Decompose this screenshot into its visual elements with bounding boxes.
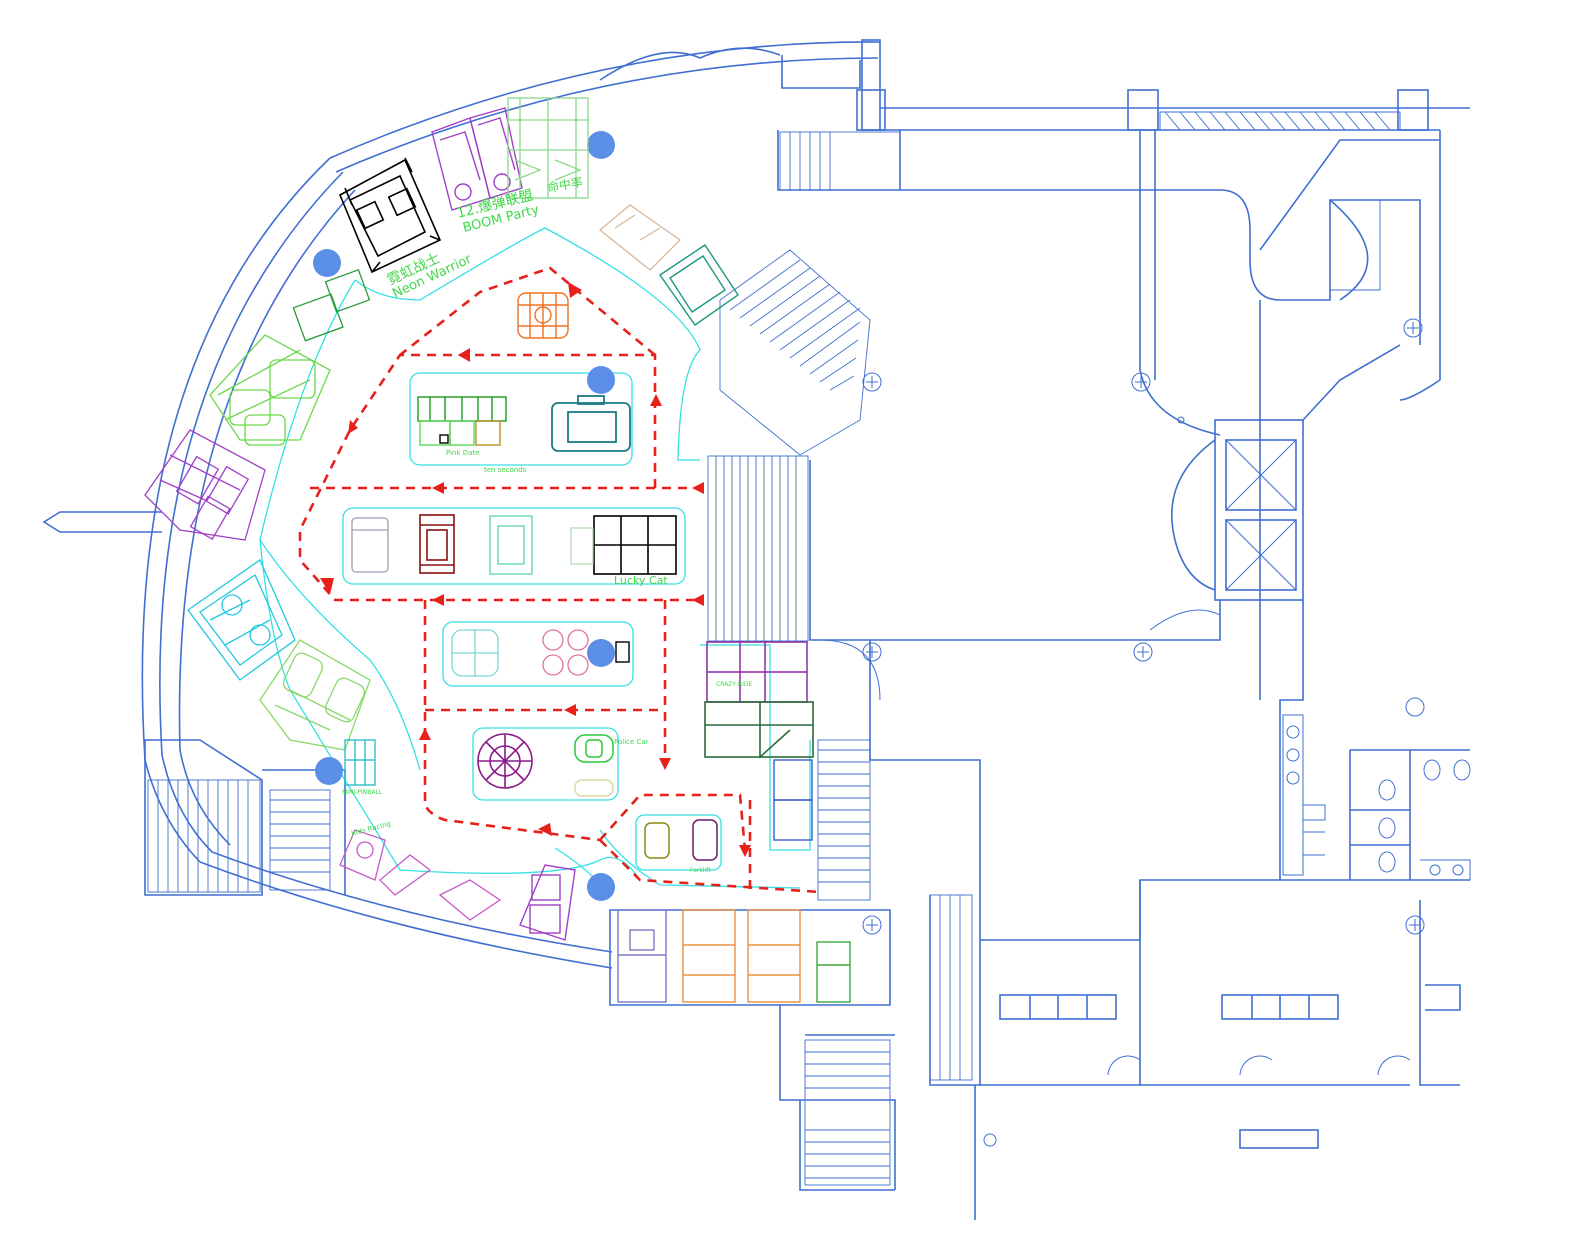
label-mingzhong: 命中率	[546, 174, 584, 195]
machine-labels: 12.爆弹联盟 BOOM Party 命中率 霓虹战士 Neon Warrior…	[342, 174, 752, 874]
machine-green-horse-rides	[259, 639, 371, 751]
column-4	[587, 639, 615, 667]
label-forklift: Forklift	[690, 867, 711, 874]
column-6	[587, 873, 615, 901]
machine-purple-racers	[144, 429, 266, 541]
machine-teal-booth	[551, 395, 631, 452]
machine-slate-simulator	[617, 909, 667, 1003]
machine-green-table	[489, 515, 533, 575]
machine-blue-booths	[773, 759, 813, 841]
circulation-route	[298, 266, 821, 895]
zone-boundaries	[259, 227, 811, 896]
machine-beige-car	[574, 779, 614, 797]
machine-neon-warrior	[338, 157, 442, 274]
machine-beige-tables	[598, 204, 682, 271]
machine-forklift-cars	[644, 819, 718, 861]
machine-kids-racing	[339, 829, 502, 921]
machine-small-beige	[570, 527, 594, 565]
machine-four-player-green	[417, 396, 507, 446]
machine-boom-party	[431, 107, 523, 211]
column-1	[587, 131, 615, 159]
stairs	[147, 111, 1391, 1186]
machine-orange-trucks	[682, 909, 801, 1003]
column-5	[315, 757, 343, 785]
column-3	[587, 366, 615, 394]
machine-dark-green-rig	[704, 701, 814, 759]
machine-mini-pinball	[344, 739, 376, 786]
machine-cyan-quad	[451, 629, 499, 677]
label-crazy: CRAZY RIDE	[716, 681, 752, 688]
machine-round-purple	[477, 733, 533, 789]
building-walls	[42, 39, 1470, 1220]
columns	[313, 131, 615, 901]
machine-mingzhong	[507, 97, 589, 199]
machine-pink-pods	[542, 629, 589, 676]
machine-green-rides-left	[292, 268, 371, 342]
machine-green-tall	[816, 941, 851, 1003]
machine-crane-orange	[517, 292, 569, 339]
machine-crazy-ride	[706, 641, 808, 703]
label-pink-date: Pink Date	[446, 449, 479, 457]
machine-purple-tall	[519, 864, 576, 941]
label-mini-pinball: MINI-PINBALL	[342, 789, 383, 796]
machine-red-cabinet	[419, 514, 455, 574]
label-ten-seconds: ten seconds	[484, 466, 527, 474]
machine-lucky-cat	[593, 515, 677, 575]
column-2	[313, 249, 341, 277]
label-police-car: Police Car	[614, 738, 649, 746]
machine-green-large-rides	[209, 334, 331, 446]
machine-cyan-rides	[187, 559, 296, 681]
machine-police-car	[574, 734, 614, 763]
machine-small-box	[615, 641, 630, 663]
label-lucky-cat: Lucky Cat	[614, 574, 668, 587]
machine-grey-cabinet	[351, 517, 389, 573]
machine-top-right-cyan	[659, 244, 739, 326]
route-arrows	[320, 282, 751, 857]
doors-fixtures	[819, 318, 1471, 1147]
